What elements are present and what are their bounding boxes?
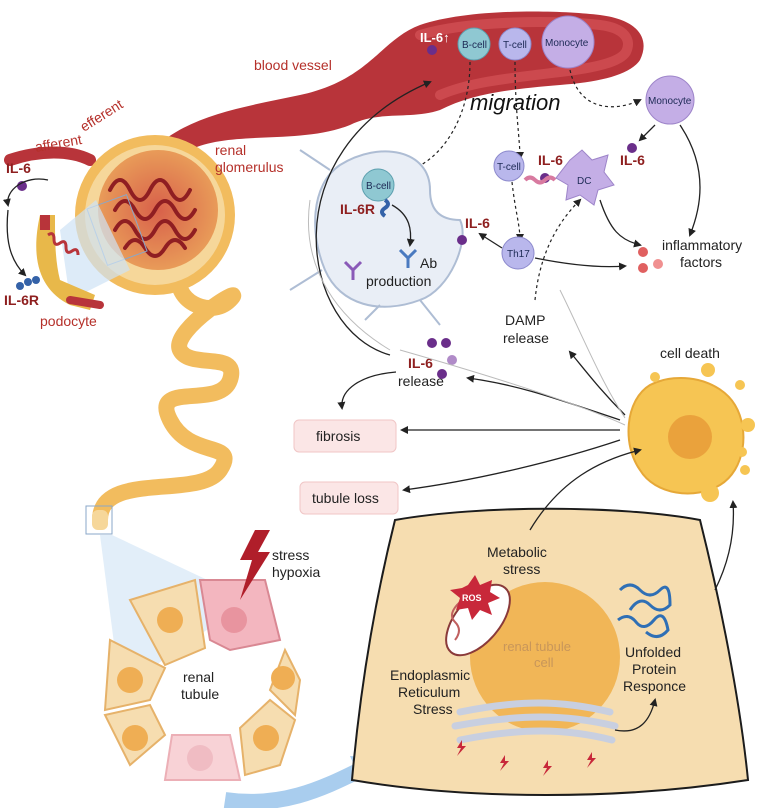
big-blue-arrow <box>223 762 364 808</box>
lightning-icon <box>457 740 596 776</box>
il6-left-label: IL-6 <box>6 160 31 176</box>
lightning-icon <box>240 530 270 600</box>
ab-production-label: Ab <box>420 255 437 271</box>
il6-dot-vessel <box>427 45 437 55</box>
inflammatory-factor-dots <box>638 247 663 273</box>
t-to-th17-arrow <box>511 181 524 242</box>
receptor-icon <box>16 276 40 290</box>
death-faint-1 <box>399 349 626 426</box>
vessel-t-cell: T-cell <box>498 27 532 61</box>
svg-text:ROS: ROS <box>462 593 482 603</box>
t-cell-2: T-cell <box>493 150 525 182</box>
il6r-lymph-label: IL-6R <box>340 201 375 217</box>
damp-release-label: DAMP release <box>503 312 549 346</box>
il6-dot-th17 <box>457 235 467 245</box>
antibody-icon <box>343 248 418 280</box>
renal-tubule-cell-label: renal tubule cell <box>503 639 575 670</box>
tubule-loss-box: tubule loss <box>299 481 399 515</box>
protein-icon <box>617 583 672 638</box>
svg-text:tubule loss: tubule loss <box>312 490 379 506</box>
svg-text:fibrosis: fibrosis <box>316 428 360 444</box>
il6-mono-label: IL-6 <box>620 152 645 168</box>
il6-arrow-left-1 <box>2 178 49 207</box>
svg-text:Monocyte: Monocyte <box>648 96 692 107</box>
death-damp-arrow <box>568 350 626 416</box>
inflammatory-factors-label: inflammatory factors <box>662 237 746 270</box>
renal-tubule-label: renal tubule <box>181 669 219 702</box>
il6-faint-line <box>308 199 391 351</box>
il6-dot-mono <box>627 143 637 153</box>
svg-text:DC: DC <box>577 176 591 187</box>
il6-dc-label: IL-6 <box>538 152 563 168</box>
ab-production-label-2: production <box>366 273 431 289</box>
death-faint-2 <box>559 289 626 419</box>
afferent-vessel <box>4 146 96 166</box>
dendritic-cell: DC <box>555 149 615 206</box>
fibrosis-box: fibrosis <box>293 419 397 453</box>
migration-arrow-t <box>514 61 524 160</box>
blood-vessel-label: blood vessel <box>254 57 332 73</box>
il6-release-il6: IL-6 <box>408 355 433 371</box>
renal-tubule-ring <box>103 578 302 781</box>
cell-death-label: cell death <box>660 345 720 361</box>
svg-text:Monocyte: Monocyte <box>545 38 589 49</box>
vessel-monocyte: Monocyte <box>541 15 595 69</box>
migration-arrow-mono <box>569 69 642 108</box>
er-icon <box>451 699 619 744</box>
death-tubuleloss-arrow <box>402 439 621 494</box>
er-to-upr-arrow <box>614 698 658 732</box>
il6-to-fibrosis-arrow <box>337 371 397 410</box>
efferent-label: efferent <box>77 96 126 135</box>
mono-inflam-arrow <box>679 124 701 237</box>
il6-th17-label: IL-6 <box>465 215 490 231</box>
svg-text:B-cell: B-cell <box>462 40 487 51</box>
synapse <box>523 175 557 185</box>
stress-hypoxia-label: stress hypoxia <box>272 547 320 580</box>
th17-cell: Th17 <box>501 236 535 270</box>
dead-cell <box>627 363 755 502</box>
damp-arrow <box>534 198 582 301</box>
dc-inflam-arrow <box>599 199 642 248</box>
svg-text:T-cell: T-cell <box>503 40 527 51</box>
podocyte <box>36 215 104 310</box>
er-stress-label: Endoplasmic Reticulum Stress <box>390 667 474 717</box>
receptor-icon <box>380 198 390 218</box>
th17-il6-arrow <box>478 232 503 249</box>
mono-il6-arrow <box>638 124 656 142</box>
il6-vessel-label: IL-6↑ <box>420 30 450 45</box>
th17-inflam-arrow <box>534 257 627 271</box>
podocyte-label: podocyte <box>40 313 97 329</box>
lymph-b-cell: B-cell <box>361 168 395 202</box>
tubulecell-death-arrow-2 <box>714 500 738 591</box>
il6-release-word: release <box>398 373 444 389</box>
renal-tubule-cell <box>350 507 750 796</box>
svg-text:B-cell: B-cell <box>366 181 391 192</box>
monocyte-out: Monocyte <box>645 75 695 125</box>
il6r-left-label: IL-6R <box>4 292 39 308</box>
ab-arrow <box>391 204 415 247</box>
vessel-b-cell: B-cell <box>457 27 491 61</box>
il6-arrow-left-2 <box>6 209 27 277</box>
zoom-cone <box>60 200 130 300</box>
il6-release-dots <box>427 338 457 379</box>
il6-to-vessel-arrow <box>315 80 432 356</box>
tubulecell-death-arrow-1 <box>529 447 642 531</box>
svg-text:T-cell: T-cell <box>497 162 521 173</box>
ros-burst: ROS <box>450 575 500 620</box>
renal-tubule-tube <box>85 262 241 535</box>
death-il6-arrow <box>466 374 621 421</box>
unfolded-protein-label: Unfolded Protein Responce <box>623 644 686 694</box>
metabolic-stress-label: Metabolic stress <box>487 544 551 577</box>
svg-text:Th17: Th17 <box>507 249 530 260</box>
